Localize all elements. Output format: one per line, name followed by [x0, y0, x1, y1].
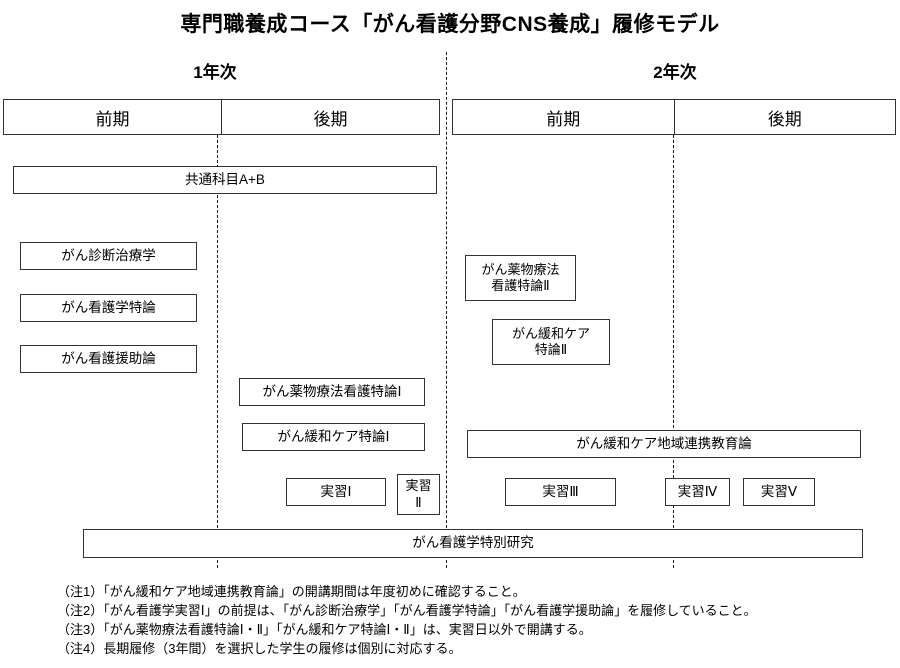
semester-header-year1: 前期 後期: [3, 99, 440, 135]
footnote-3: （注3）「がん薬物療法看護特論Ⅰ・Ⅱ」「がん緩和ケア特論Ⅰ・Ⅱ」は、実習日以外で…: [57, 622, 592, 637]
course-label-line1: がん薬物療法: [481, 261, 560, 277]
course-box-special-research: がん看護学特別研究: [83, 529, 863, 558]
course-label: がん看護学特論: [61, 299, 156, 315]
course-box-chemo-nursing-2: がん薬物療法 看護特論Ⅱ: [465, 255, 576, 301]
course-box-practicum-1: 実習Ⅰ: [286, 478, 386, 506]
course-label-line2: Ⅱ: [415, 494, 422, 510]
course-label: がん薬物療法看護特論Ⅰ: [262, 383, 402, 399]
footnote-4: （注4）長期履修（3年間）を選択した学生の履修は個別に対応する。: [57, 641, 462, 656]
footnotes: （注1）「がん緩和ケア地域連携教育論」の開講期間は年度初めに確認すること。 （注…: [57, 582, 897, 658]
year-label-2: 2年次: [653, 63, 697, 82]
course-label: がん緩和ケア地域連携教育論: [576, 435, 752, 451]
course-label: がん診断治療学: [61, 247, 156, 263]
course-label: 実習Ⅲ: [542, 483, 579, 499]
course-box-practicum-2: 実習 Ⅱ: [397, 474, 440, 515]
course-box-practicum-5: 実習Ⅴ: [743, 478, 815, 506]
course-box-cancer-nursing-theory: がん看護学特論: [20, 294, 197, 322]
course-label: 共通科目A+B: [185, 171, 265, 187]
course-box-cancer-nursing-support: がん看護援助論: [20, 345, 197, 373]
course-box-palliative-care-1: がん緩和ケア特論Ⅰ: [242, 423, 425, 451]
semester-cell-year1-first: 前期: [95, 109, 130, 129]
year2-semester-divider-line: [673, 100, 674, 568]
semester-cell-year1-second: 後期: [221, 100, 439, 134]
semester-header-year2: 前期 後期: [452, 99, 896, 135]
year-label-1: 1年次: [193, 63, 237, 82]
course-label: がん看護援助論: [61, 350, 156, 366]
course-label-line1: 実習: [405, 478, 432, 494]
semester-cell-year2-first: 前期: [546, 109, 581, 129]
footnote-2: （注2）「がん看護学実習Ⅰ」の前提は、「がん診断治療学」「がん看護学特論」「がん…: [57, 603, 757, 618]
course-label: 実習Ⅰ: [320, 483, 352, 499]
course-box-chemo-nursing-1: がん薬物療法看護特論Ⅰ: [239, 378, 425, 406]
course-label: がん緩和ケア特論Ⅰ: [277, 428, 390, 444]
course-label-line2: 特論Ⅱ: [534, 342, 568, 357]
course-box-palliative-care-2: がん緩和ケア 特論Ⅱ: [492, 319, 610, 365]
course-label: 実習Ⅴ: [760, 483, 798, 499]
course-label: がん看護学特別研究: [412, 535, 534, 551]
course-box-practicum-4: 実習Ⅳ: [665, 478, 730, 506]
course-box-practicum-3: 実習Ⅲ: [505, 478, 616, 506]
year-divider-line: [446, 52, 447, 568]
course-box-common-subjects: 共通科目A+B: [13, 166, 437, 194]
course-box-regional-collab: がん緩和ケア地域連携教育論: [467, 430, 861, 458]
course-label: 実習Ⅳ: [677, 483, 718, 499]
course-label-line2: 看護特論Ⅱ: [491, 278, 550, 293]
semester-cell-year2-second: 後期: [673, 100, 896, 134]
page-title: 専門職養成コース「がん看護分野CNS養成」履修モデル: [180, 13, 720, 36]
course-label-line1: がん緩和ケア: [511, 325, 590, 341]
footnote-1: （注1）「がん緩和ケア地域連携教育論」の開講期間は年度初めに確認すること。: [57, 584, 526, 599]
course-box-cancer-diagnosis: がん診断治療学: [20, 242, 197, 270]
year1-semester-divider-line: [217, 100, 218, 568]
